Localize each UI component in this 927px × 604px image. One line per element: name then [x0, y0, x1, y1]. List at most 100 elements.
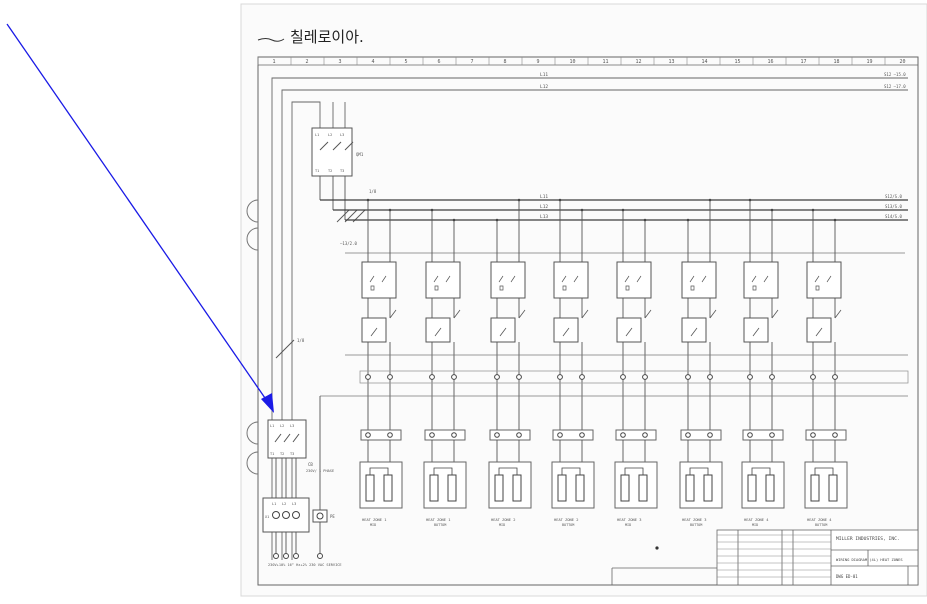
contactor-switch-icon [644, 309, 652, 319]
main-breaker-term-t2: T2 [328, 169, 332, 173]
terminal-block: L1 L2 L3 X1 [262, 497, 310, 533]
circuit-breaker [681, 261, 717, 299]
heater-zone-label: HEAT ZONE 3 [617, 518, 641, 522]
breaker-contact-icon [498, 275, 516, 291]
bus-tap-b [708, 198, 712, 202]
heater-zone-sub: MID [625, 523, 631, 527]
column-number: 9 [537, 59, 540, 65]
contactor-switch-icon [690, 327, 698, 337]
annotation-arrow-shaft [6, 23, 266, 399]
column-number: 11 [603, 59, 609, 65]
heater-element [551, 461, 595, 509]
terminal-l2 [282, 511, 290, 519]
rail-terminal-a [685, 374, 691, 380]
heater-zone-label: HEAT ZONE 3 [682, 518, 706, 522]
column-number: 5 [405, 59, 408, 65]
bus-ref-5: S14/S.0 [885, 214, 902, 219]
bus-label-4: L12 [540, 204, 548, 210]
rail-terminal-a [810, 374, 816, 380]
breaker-contact-icon [433, 275, 451, 291]
cb-leads [275, 458, 297, 498]
bus-tap-b [452, 218, 456, 222]
heater-zone-sub: MID [370, 523, 376, 527]
cb-term-l3: L3 [290, 424, 294, 428]
bus-ref-3: S12/S.0 [885, 194, 902, 199]
column-number: 13 [669, 59, 675, 65]
company-name: MILLER INDUSTRIES, INC. [836, 536, 900, 542]
supply-terminal-1 [273, 553, 279, 559]
heater-coil-link [369, 467, 389, 475]
heater-terminal-strip [360, 429, 402, 441]
main-breaker-term-t1: T1 [315, 169, 319, 173]
heater-terminal-a [494, 432, 500, 438]
column-number: 16 [768, 59, 774, 65]
rail-terminal-b [832, 374, 838, 380]
column-number: 1 [273, 59, 276, 65]
heater-terminal-b [642, 432, 648, 438]
supply-terminal-pe [317, 553, 323, 559]
rail-terminal-b [769, 374, 775, 380]
heater-terminal-b [769, 432, 775, 438]
rail-terminal-a [365, 374, 371, 380]
contactor-switch-icon [625, 327, 633, 337]
rail-terminal-b [579, 374, 585, 380]
bus-ref-4: S13/S.0 [885, 204, 902, 209]
main-breaker-term-l1: L1 [315, 133, 319, 137]
main-breaker: L1 L2 L3 T1 T2 T3 QM1 [311, 127, 364, 177]
bus-tap-b [643, 218, 647, 222]
rail-terminal-a [747, 374, 753, 380]
column-number: 3 [339, 59, 342, 65]
heater-terminal-b [579, 432, 585, 438]
column-number: 6 [438, 59, 441, 65]
bus-tap-b [517, 198, 521, 202]
heater-zone-label: HEAT ZONE 4 [744, 518, 769, 522]
bus-label-1: L11 [540, 72, 548, 78]
contactor-switch-icon [709, 309, 717, 319]
contactor-switch-icon [370, 327, 378, 337]
heater-element [423, 461, 467, 509]
handwritten-note: 칠레로이아. [290, 28, 364, 46]
circuit-rails [320, 354, 909, 397]
zone-contactor [806, 317, 832, 343]
contactor-switch-icon [752, 327, 760, 337]
supply-terminal-2 [283, 553, 289, 559]
column-number: 17 [801, 59, 807, 65]
bus-ref-2: S12 –17.0 [884, 84, 906, 89]
binder-hole-2 [246, 227, 259, 251]
heater-terminal-strip [742, 429, 784, 441]
main-breaker-label: QM1 [356, 152, 364, 157]
heater-coil-link [689, 467, 709, 475]
column-number: 8 [504, 59, 507, 65]
zone-contactor [743, 317, 769, 343]
column-number: 20 [900, 59, 906, 65]
heater-element [804, 461, 848, 509]
main-breaker-term-l3: L3 [340, 133, 344, 137]
pe-terminal [312, 509, 328, 523]
binder-hole-1 [246, 199, 259, 223]
cb-term-t2: T2 [280, 452, 284, 456]
terminal-l1 [272, 511, 280, 519]
bus-tap-a [495, 218, 499, 222]
circuit-breaker [490, 261, 526, 299]
heater-coil-link [561, 467, 581, 475]
main-breaker-feed [319, 176, 366, 223]
column-number: 2 [306, 59, 309, 65]
supply-label: 230V+10% 16° Hz+2% 230 VAC SERVICE [268, 563, 342, 567]
column-number: 10 [570, 59, 576, 65]
heater-element [741, 461, 785, 509]
contactor-switch-icon [834, 309, 842, 319]
heater-zone-sub: BOTTOM [815, 523, 827, 527]
tick-ref-2: 1/8 [297, 338, 305, 343]
bus-tap-b [833, 218, 837, 222]
heater-terminal-a [685, 432, 691, 438]
circuit-breaker [743, 261, 779, 299]
cb-label: CB [308, 462, 313, 467]
heater-terminal-a [747, 432, 753, 438]
supply-leads [275, 396, 321, 553]
heater-terminal-a [620, 432, 626, 438]
